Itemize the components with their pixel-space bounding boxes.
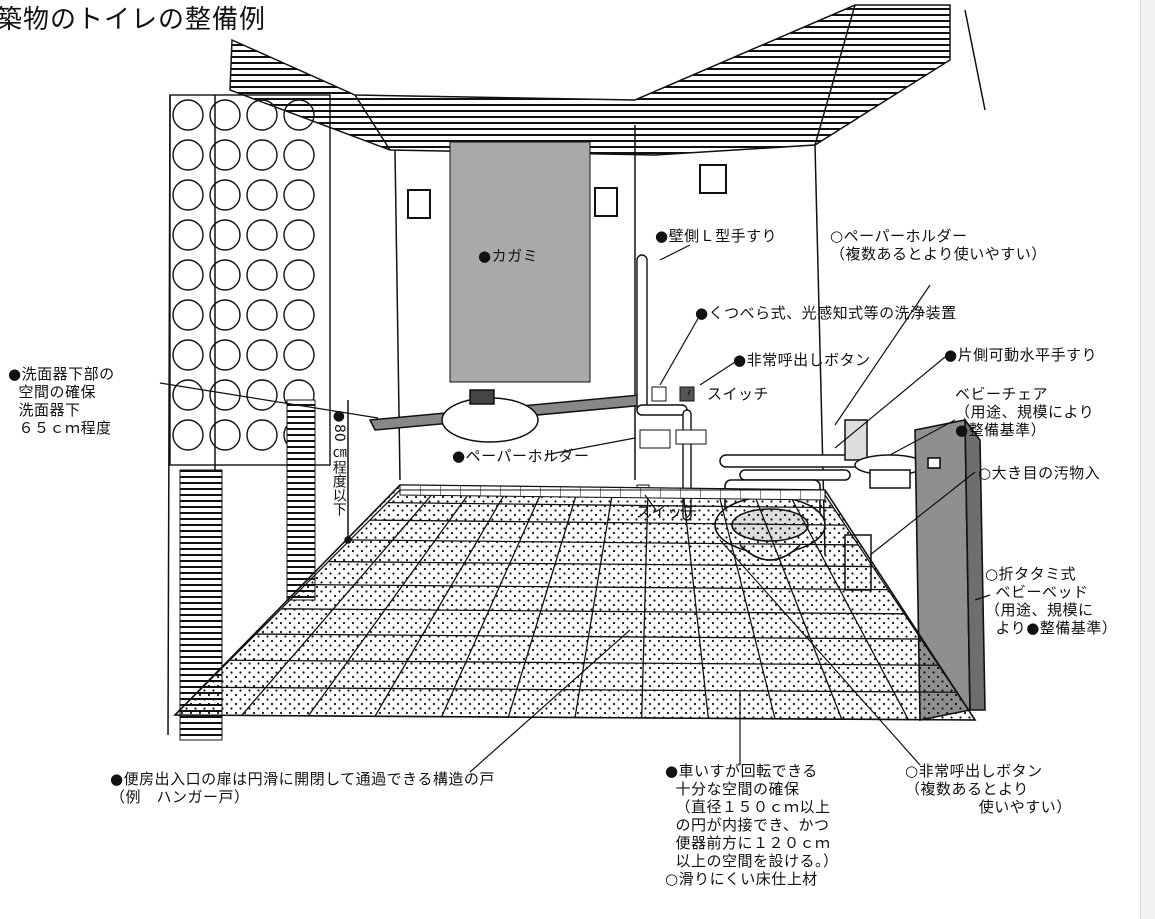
glass-block <box>209 339 241 371</box>
glass-block <box>283 259 315 291</box>
page-title: 築物のトイレの整備例 <box>0 5 267 35</box>
glass-block <box>246 139 278 171</box>
floor-grid-line <box>374 490 507 717</box>
glass-block <box>209 139 241 171</box>
label-door: ●便房出入口の扉は円滑に開閉して通過できる構造の戸 （例 ハンガー戸） <box>110 770 495 806</box>
wall-light-right <box>699 164 727 194</box>
floor-grid-line <box>718 493 776 719</box>
leader-lines <box>159 244 991 773</box>
flush-switch-box <box>651 386 667 402</box>
floor-grid-line <box>641 492 649 718</box>
movable-handrail <box>719 419 868 481</box>
glass-block <box>246 299 278 331</box>
glass-block <box>172 219 204 251</box>
sink-counter <box>368 389 647 443</box>
floor-grid-line <box>305 583 889 591</box>
glass-block <box>172 99 204 131</box>
label-switch-bottom: スイッチ <box>636 503 699 521</box>
glass-block <box>172 179 204 211</box>
baby-chair <box>854 454 926 489</box>
page-scroll-edge <box>1140 0 1155 919</box>
glass-block <box>246 419 278 451</box>
glass-block <box>172 299 204 331</box>
floor-grid-line <box>574 492 614 718</box>
floor-grid-line <box>441 491 543 717</box>
label-wall-l-rail: ●壁側Ｌ型手すり <box>655 227 778 245</box>
floor-grid-line <box>369 519 846 526</box>
glass-block <box>246 99 278 131</box>
glass-block <box>172 259 204 291</box>
label-fold-bed: ○折タタミ式 ベビーベッド （用途、規模に より●整備基準） <box>985 565 1118 637</box>
paper-holder-box <box>639 429 671 449</box>
wall-light-left <box>407 189 431 219</box>
floor-grid-line <box>307 490 472 717</box>
floor-grid-line <box>174 714 976 721</box>
glass-block <box>209 299 241 331</box>
label-emergency-button-bottom: ○非常呼出しボタン （複数あるとより 使いやすい） <box>905 762 1072 816</box>
glass-block <box>172 339 204 371</box>
label-large-bin: ○大き目の汚物入 <box>978 464 1101 482</box>
floor-grid-line <box>682 493 709 719</box>
glass-block <box>246 179 278 211</box>
label-switch-top: スイッチ <box>707 385 770 403</box>
floor-grid-line <box>350 539 859 546</box>
glass-block <box>209 99 241 131</box>
height-dimension <box>344 400 352 544</box>
glass-block <box>172 379 204 411</box>
glass-block <box>246 379 278 411</box>
glass-block <box>283 339 315 371</box>
floor-grid-line <box>753 493 843 720</box>
glass-block <box>246 339 278 371</box>
floor <box>173 484 977 721</box>
label-baby-chair: ベビーチェア （用途、規模により ●整備基準） <box>955 385 1095 439</box>
floor-grid-line <box>241 489 436 716</box>
fold-baby-bed <box>914 417 986 721</box>
floor-grid-line <box>789 494 909 720</box>
floor-grid-line <box>202 686 957 693</box>
wall-light-mid <box>594 187 618 217</box>
mirror <box>449 141 591 383</box>
emergency-button-box <box>679 386 695 402</box>
paper-holder-box-2 <box>675 429 707 445</box>
glass-block <box>283 179 315 211</box>
glass-block <box>209 259 241 291</box>
glass-block-wall <box>169 94 331 466</box>
glass-block <box>209 419 241 451</box>
glass-block <box>172 419 204 451</box>
glass-block <box>246 259 278 291</box>
glass-block <box>283 139 315 171</box>
glass-block <box>246 219 278 251</box>
label-mirror: ●カガミ <box>478 247 539 265</box>
floor-grid-line <box>281 608 905 615</box>
label-paper-holder-top: ○ペーパーホルダー （複数あるとより使いやすい） <box>830 227 1047 263</box>
floor-grid-line <box>174 489 401 716</box>
label-flush-device: ●くつべら式、光感知式等の洗浄装置 <box>695 304 957 322</box>
label-turn-space: ●車いすが回転できる 十分な空間の確保 （直径１５０ｃｍ以上 の円が内接でき、か… <box>665 762 839 888</box>
glass-block <box>172 139 204 171</box>
floor-grid-line <box>824 494 976 721</box>
label-sink-space: ●洗面器下部の 空間の確保 洗面器下 ６５ｃｍ程度 <box>8 365 115 437</box>
floor-grid-line <box>255 633 922 640</box>
floor-grid-line <box>387 502 834 509</box>
glass-block <box>209 219 241 251</box>
glass-block <box>283 299 315 331</box>
floor-grid-line <box>229 659 939 666</box>
label-height-80: ●80 ㎝程度以下 <box>330 408 347 517</box>
label-emergency-button-top: ●非常呼出しボタン <box>733 351 871 369</box>
glass-block <box>283 219 315 251</box>
floor-grid-line <box>507 491 578 718</box>
glass-block <box>209 379 241 411</box>
glass-block <box>209 179 241 211</box>
ceiling <box>229 4 951 156</box>
glass-block <box>283 99 315 131</box>
floor-grid-line <box>328 560 873 568</box>
label-movable-rail: ●片側可動水平手すり <box>944 346 1098 364</box>
label-paper-holder-mid: ●ペーパーホルダー <box>452 447 590 465</box>
